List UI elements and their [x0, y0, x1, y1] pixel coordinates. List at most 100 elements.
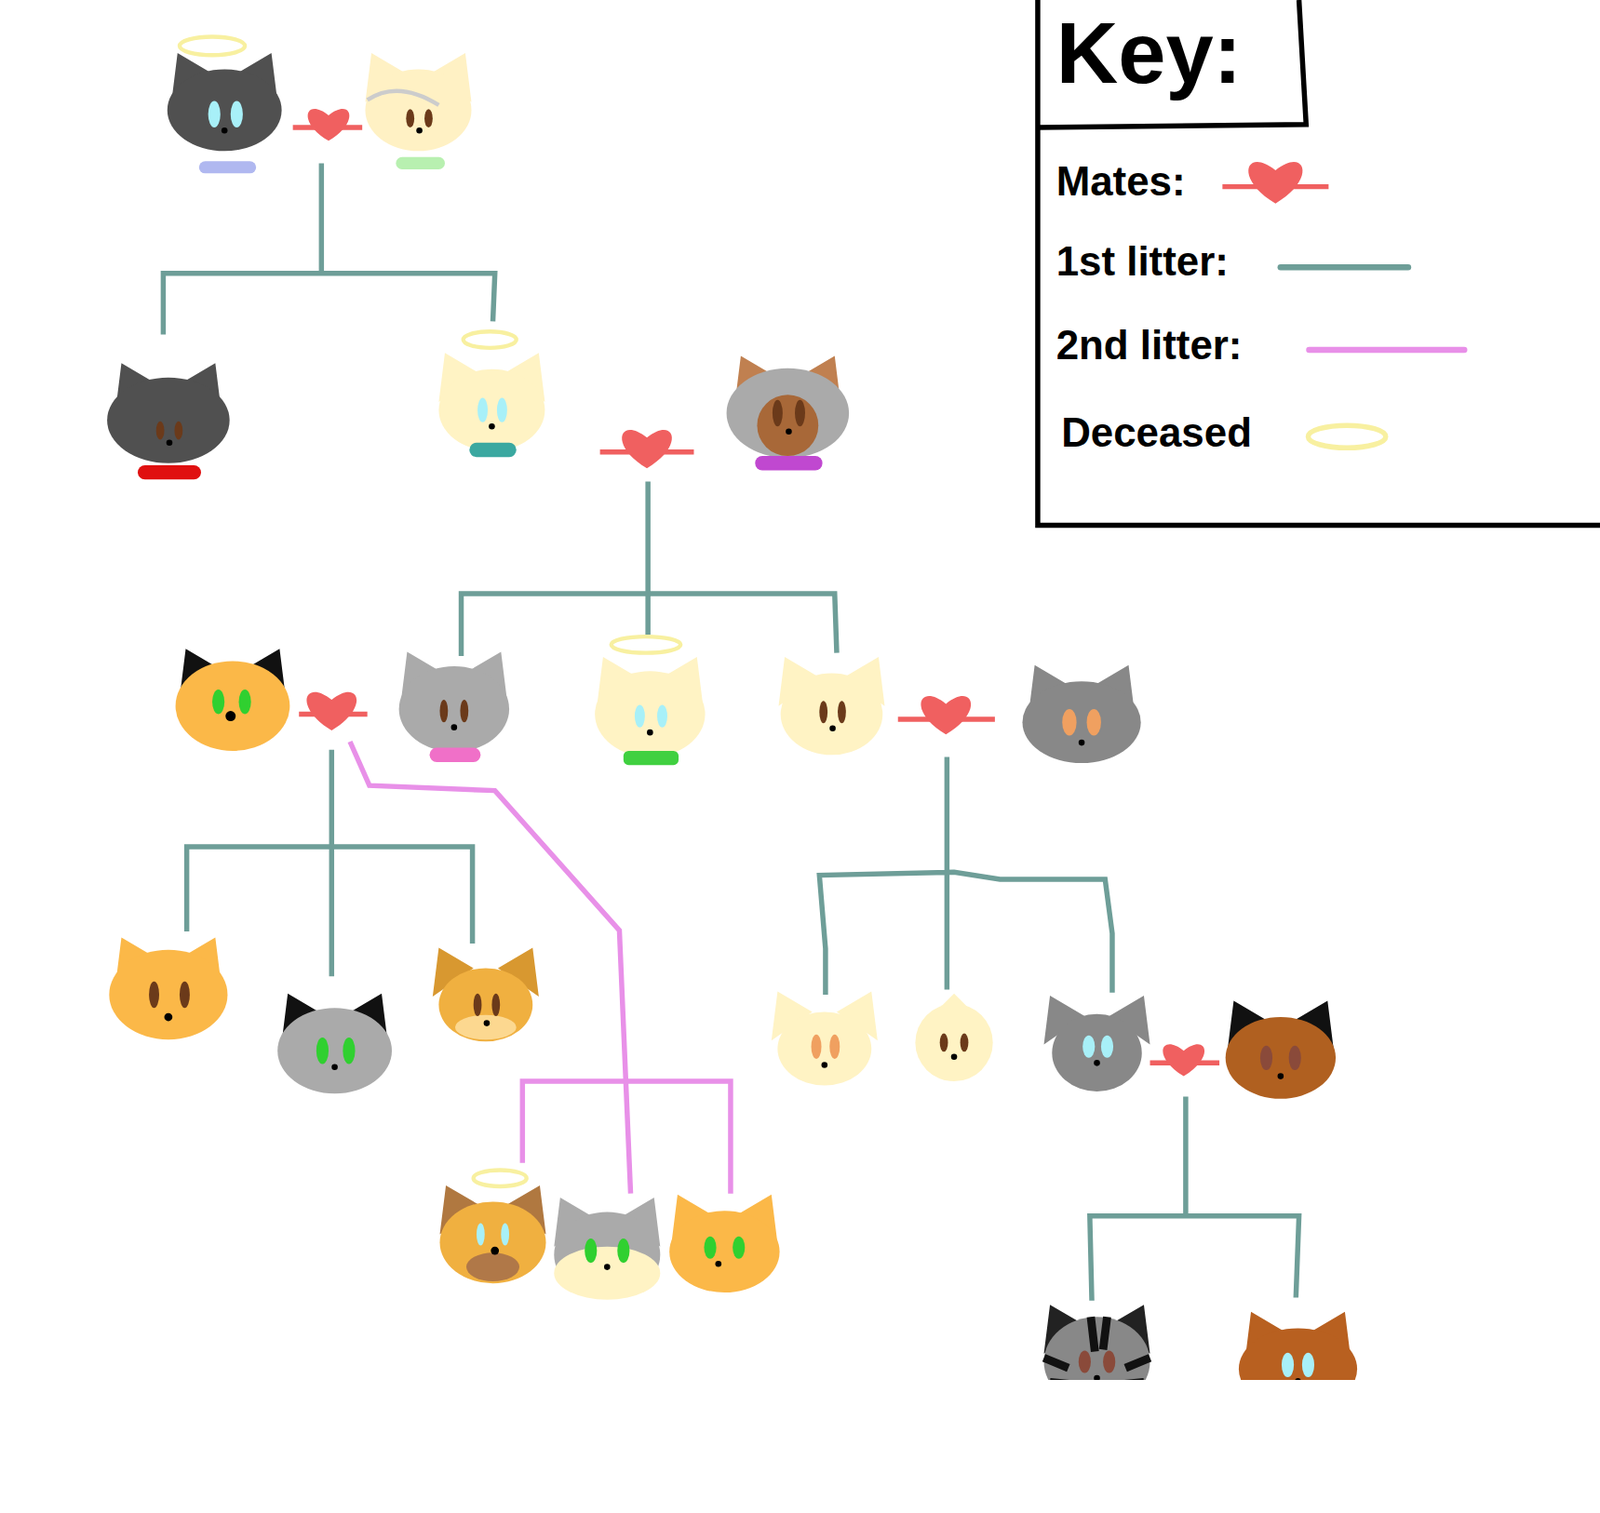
- cat-eye: [732, 1236, 745, 1260]
- cat-nose: [715, 1261, 723, 1268]
- litter-line: [187, 750, 473, 977]
- cat-nose: [1093, 1060, 1101, 1067]
- cat-eye: [230, 101, 243, 129]
- halo: [463, 331, 517, 349]
- cat-marking: [367, 91, 440, 106]
- cat-eye: [1281, 1353, 1294, 1378]
- cat-face: [669, 1210, 780, 1293]
- cat-head: [1238, 1312, 1358, 1381]
- cat-head: [175, 648, 291, 752]
- cat-face: [726, 368, 850, 458]
- cat-face: [277, 1008, 392, 1094]
- cat-eye: [156, 421, 165, 441]
- cat-eye: [811, 1035, 822, 1060]
- mate-heart: [621, 430, 673, 469]
- first-litter-sample: [1280, 264, 1409, 271]
- legend-heading: Key:: [1056, 10, 1243, 96]
- cat-head: [108, 937, 228, 1040]
- cat-head: [771, 992, 878, 1087]
- cat-eye: [477, 398, 488, 423]
- cat-eye: [212, 689, 225, 714]
- cat-face: [175, 660, 291, 751]
- cat-face-patch: [756, 394, 819, 457]
- cat-eye: [1102, 1351, 1116, 1374]
- cat-face: [777, 1012, 872, 1087]
- cat-head: [399, 652, 510, 763]
- cat-patch: [466, 1252, 520, 1282]
- halo: [611, 636, 682, 654]
- halo: [179, 36, 245, 55]
- legend-samples: [1222, 161, 1465, 448]
- cat-face: [364, 69, 471, 152]
- cat-eye: [500, 1223, 510, 1246]
- cat-eye: [179, 981, 190, 1009]
- cat-nose: [451, 724, 458, 731]
- cat-nose: [484, 1020, 491, 1027]
- cat-head: [553, 1197, 660, 1301]
- cat-nose: [604, 1263, 611, 1271]
- cat-face: [594, 671, 705, 757]
- cat-eye: [316, 1037, 329, 1065]
- cat-head: [107, 363, 230, 480]
- cat-nose: [490, 1247, 499, 1256]
- cat-nose: [829, 725, 836, 732]
- cat-head: [669, 1195, 780, 1293]
- deceased-sample-halo: [1307, 425, 1385, 448]
- first-litter-lines: [162, 162, 1299, 1301]
- cat-eye: [794, 400, 806, 428]
- cat-eye: [703, 1236, 716, 1260]
- cat-nose: [646, 729, 654, 737]
- cat-head: [438, 331, 545, 458]
- cat-collar: [623, 751, 679, 766]
- cat-eye: [829, 1035, 840, 1060]
- cat-collar: [395, 157, 445, 170]
- cat-face: [780, 673, 884, 756]
- cat-head: [277, 994, 392, 1094]
- cat-head: [778, 657, 885, 755]
- legend-text: 2nd litter:: [1056, 324, 1243, 366]
- cat-face: [1238, 1328, 1358, 1381]
- cat-head: [1044, 1304, 1151, 1381]
- cat-nose: [166, 440, 174, 447]
- cat-collar: [137, 465, 202, 480]
- cat-head: [914, 994, 993, 1082]
- cat-face: [1225, 1017, 1336, 1100]
- cat-eye: [634, 705, 646, 728]
- litter-line: [819, 756, 1113, 995]
- cat-collar: [469, 443, 516, 458]
- cat-head: [726, 356, 850, 471]
- cat-face: [438, 369, 545, 452]
- cat-eye: [148, 981, 160, 1009]
- cat-face: [1021, 681, 1141, 764]
- cat-head: [594, 636, 705, 766]
- litter-line: [162, 162, 495, 335]
- cat-nose: [225, 711, 236, 722]
- cat-head: [432, 947, 539, 1042]
- cat-nose: [1078, 739, 1086, 747]
- cat-eye: [1260, 1046, 1273, 1071]
- mate-heart: [308, 108, 350, 141]
- second-litter-sample: [1309, 347, 1466, 354]
- legend-text: 1st litter:: [1056, 241, 1229, 283]
- mates-sample-heart: [1248, 161, 1303, 204]
- mate-heart: [920, 696, 971, 735]
- second-litter-line: [349, 741, 731, 1195]
- cat-face: [107, 377, 230, 464]
- legend-border: [1037, 0, 1600, 526]
- cat-face: [399, 666, 510, 753]
- cat-eye: [405, 108, 415, 128]
- cat-eye: [1302, 1353, 1315, 1378]
- cat-eye: [476, 1223, 485, 1246]
- cat-nose: [164, 1013, 174, 1022]
- cat-face: [1044, 1317, 1151, 1381]
- cat-face: [914, 1004, 993, 1082]
- litter-line: [1089, 1097, 1300, 1302]
- cat-eye: [657, 705, 668, 728]
- cat-face: [167, 69, 283, 152]
- cat-head: [364, 53, 471, 170]
- halo: [473, 1169, 527, 1187]
- cat-eye: [239, 689, 252, 714]
- cat-face: [438, 968, 533, 1042]
- cat-head: [1225, 1000, 1336, 1099]
- cat-face: [108, 950, 228, 1040]
